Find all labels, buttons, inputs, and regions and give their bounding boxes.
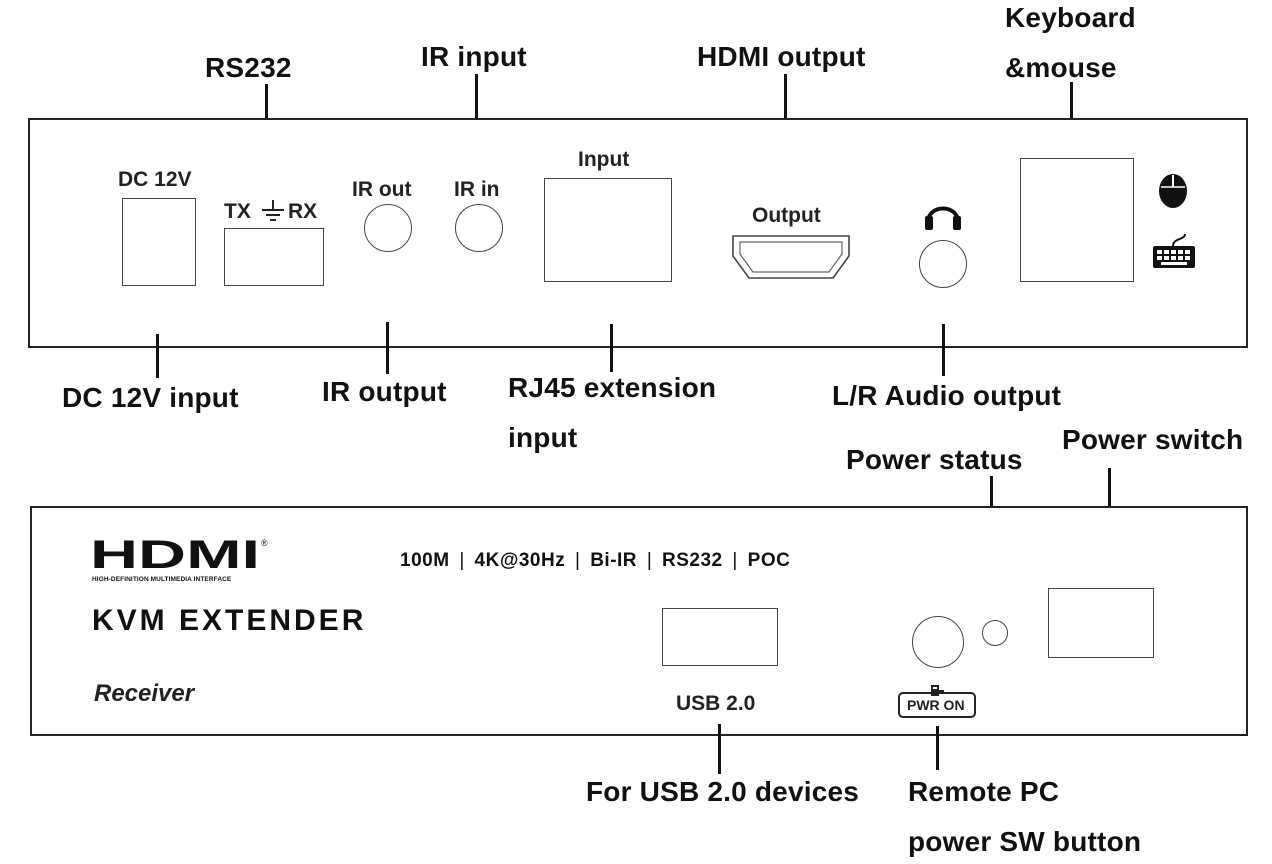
rj45-port-label: Input bbox=[578, 148, 630, 171]
receiver-front-panel: HDMI ® HIGH-DEFINITION MULTIMEDIA INTERF… bbox=[30, 506, 1248, 736]
leader-rs232 bbox=[265, 84, 268, 136]
dc-port-label: DC 12V bbox=[118, 168, 192, 191]
callout-remote-pc-line1: Remote PC bbox=[908, 776, 1060, 807]
svg-text:®: ® bbox=[261, 538, 268, 548]
spec-4k30: 4K@30Hz bbox=[474, 550, 566, 571]
callout-remote-pc-line2: power SW button bbox=[908, 826, 1142, 857]
leader-ir-output bbox=[386, 322, 389, 374]
ir-out-label: IR out bbox=[352, 178, 412, 201]
spec-poc: POC bbox=[747, 550, 791, 571]
ir-in-jack[interactable] bbox=[455, 204, 503, 252]
rs232-tx-label: TX bbox=[224, 200, 251, 223]
leader-rj45 bbox=[610, 324, 613, 372]
callout-ir-input: IR input bbox=[421, 41, 527, 72]
callout-rj45-line2: input bbox=[508, 422, 578, 453]
rs232-port[interactable] bbox=[224, 228, 324, 286]
leader-usb-devices bbox=[718, 724, 721, 774]
pc-icon bbox=[928, 684, 944, 702]
leader-hdmi-output bbox=[784, 74, 787, 142]
product-name: KVM EXTENDER bbox=[92, 604, 367, 637]
keyboard-icon bbox=[1151, 232, 1197, 277]
leader-keyboard-mouse bbox=[1070, 82, 1073, 136]
dc-12v-port[interactable] bbox=[122, 198, 196, 286]
usb-2-port[interactable] bbox=[662, 608, 778, 666]
ir-in-label: IR in bbox=[454, 178, 500, 201]
mouse-icon bbox=[1156, 170, 1190, 215]
rj45-port[interactable] bbox=[544, 178, 672, 282]
callout-keyboard-line2: &mouse bbox=[1005, 52, 1117, 83]
spec-rs232: RS232 bbox=[662, 550, 723, 571]
hdmi-output-port[interactable] bbox=[730, 232, 852, 287]
usb-port-label: USB 2.0 bbox=[676, 692, 756, 715]
callout-power-status: Power status bbox=[846, 444, 1023, 475]
leader-dc-input bbox=[156, 334, 159, 378]
hdmi-logo: HDMI ® bbox=[90, 533, 272, 577]
spec-strip: 100M | 4K@30Hz | Bi-IR | RS232 | POC bbox=[400, 550, 790, 572]
spec-divider: | bbox=[459, 550, 465, 571]
ground-icon bbox=[260, 200, 286, 229]
headphones-icon bbox=[924, 198, 962, 237]
pwr-on-badge: PWR ON bbox=[898, 685, 976, 718]
callout-power-switch: Power switch bbox=[1062, 424, 1244, 455]
svg-text:HDMI: HDMI bbox=[90, 536, 260, 572]
leader-ir-input bbox=[475, 74, 478, 130]
callout-audio-output: L/R Audio output bbox=[832, 380, 1062, 411]
spec-divider: | bbox=[574, 550, 581, 571]
pwr-on-label: PWR ON bbox=[907, 697, 965, 713]
callout-ir-output: IR output bbox=[322, 376, 447, 407]
hdmi-port-label: Output bbox=[752, 204, 821, 227]
spec-divider: | bbox=[732, 550, 738, 571]
ir-out-jack[interactable] bbox=[364, 204, 412, 252]
audio-output-jack[interactable] bbox=[919, 240, 967, 288]
power-switch[interactable] bbox=[1048, 588, 1154, 658]
leader-remote-pc bbox=[936, 726, 939, 770]
callout-hdmi-output: HDMI output bbox=[697, 41, 866, 72]
rs232-rx-label: RX bbox=[288, 200, 318, 223]
callout-dc-input: DC 12V input bbox=[62, 382, 239, 413]
spec-divider: | bbox=[646, 550, 653, 571]
keyboard-mouse-port[interactable] bbox=[1020, 158, 1134, 282]
power-status-led bbox=[982, 620, 1008, 646]
leader-power-switch bbox=[1108, 468, 1111, 522]
leader-audio-output bbox=[942, 324, 945, 376]
spec-100m: 100M bbox=[400, 550, 450, 571]
callout-keyboard-line1: Keyboard bbox=[1005, 2, 1136, 33]
remote-pc-power-button[interactable] bbox=[912, 616, 964, 668]
transmitter-rear-panel: DC 12V TX RX IR out IR in Input Output bbox=[28, 118, 1248, 348]
hdmi-tagline: HIGH-DEFINITION MULTIMEDIA INTERFACE bbox=[92, 576, 232, 583]
callout-usb-devices: For USB 2.0 devices bbox=[586, 776, 860, 807]
spec-bi-ir: Bi-IR bbox=[590, 550, 638, 571]
callout-rj45-line1: RJ45 extension bbox=[508, 372, 717, 403]
unit-type: Receiver bbox=[94, 680, 195, 707]
callout-rs232: RS232 bbox=[205, 52, 292, 83]
